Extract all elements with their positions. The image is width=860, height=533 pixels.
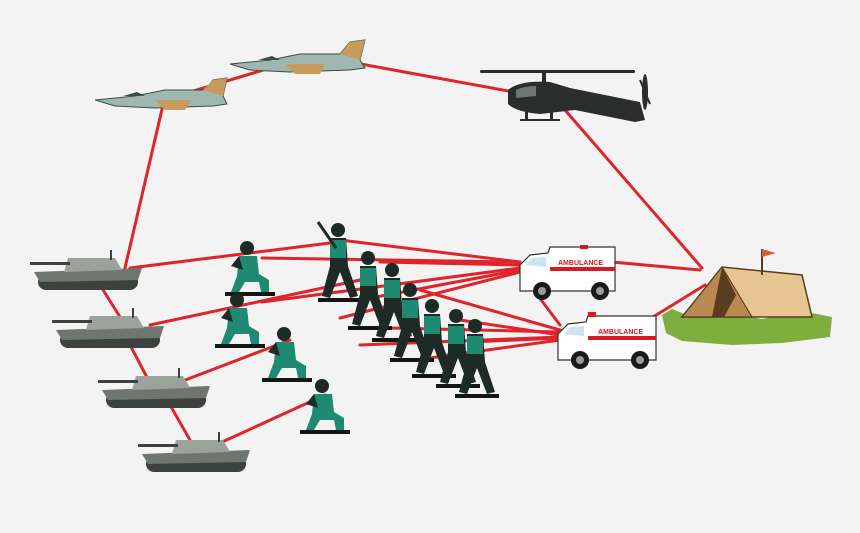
link-heli-tent [565, 110, 702, 268]
link-jet1-tank1 [125, 105, 163, 268]
jet-icon [230, 40, 365, 74]
ambulance-label: AMBULANCE [558, 260, 603, 267]
link-tank3-tank4 [170, 405, 190, 440]
helicopter-icon [480, 70, 650, 122]
link-jet2-heli [350, 62, 530, 95]
jet-icon [95, 78, 227, 110]
tank-icon [98, 368, 210, 408]
soldier-icon [318, 222, 362, 302]
ambulance-label: AMBULANCE [598, 329, 643, 336]
tank-icon [30, 250, 142, 290]
soldier-icon [300, 379, 350, 434]
link-tank1-soldier [130, 243, 330, 268]
soldier-icon [225, 241, 275, 296]
tank-icon [52, 308, 164, 348]
ambulance-icon: AMBULANCE [520, 245, 615, 300]
soldier-icon [262, 327, 312, 382]
ambulance-icon: AMBULANCE [558, 312, 656, 369]
link-amb1-tent [612, 262, 700, 270]
